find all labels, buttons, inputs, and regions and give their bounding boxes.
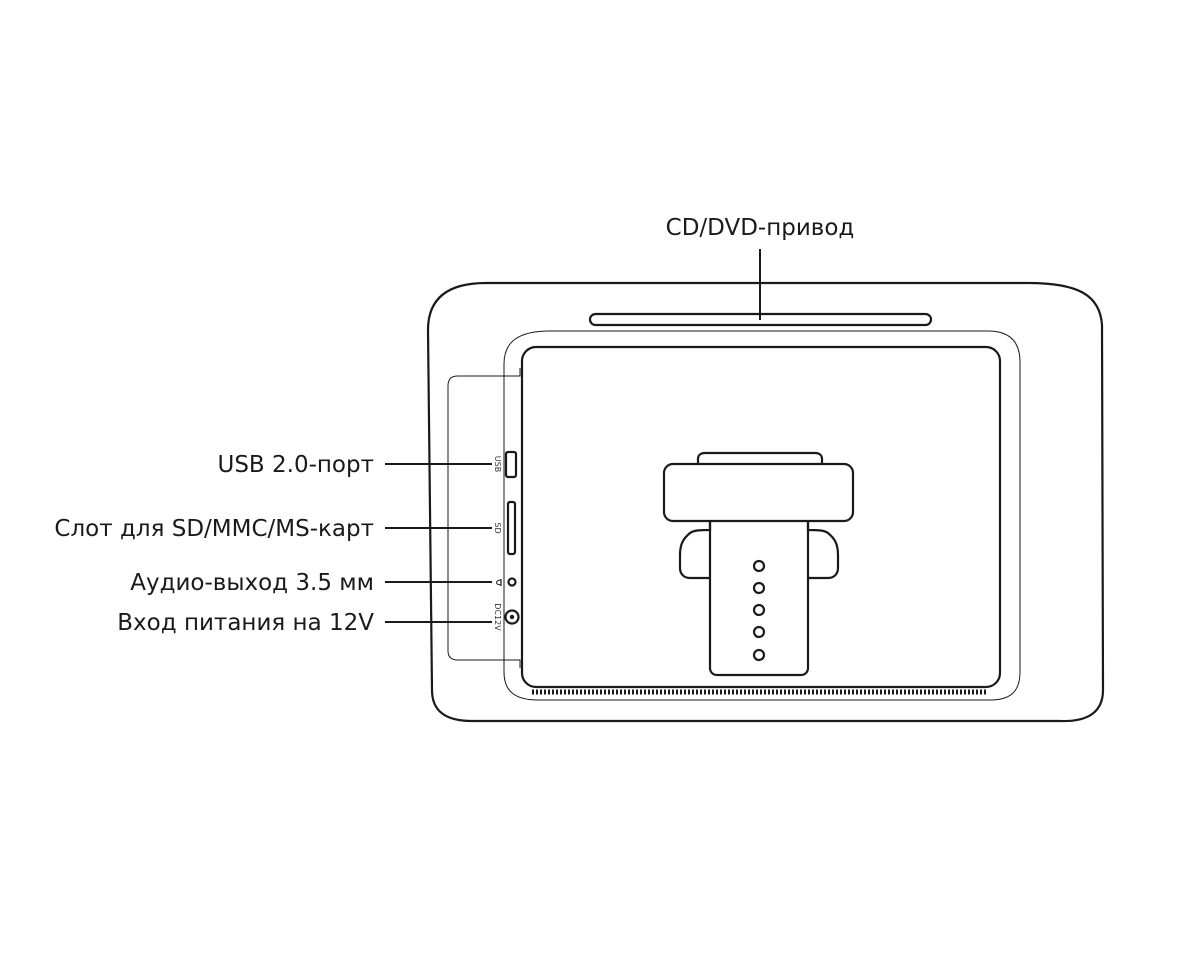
adjustment-hole xyxy=(752,625,766,639)
device-housing xyxy=(426,281,1105,723)
callout-power-in: Вход питания на 12V xyxy=(117,610,374,636)
mount-tab-left xyxy=(678,522,712,580)
headphone-icon xyxy=(496,579,502,586)
mount-tab-right xyxy=(806,522,840,580)
adjustment-holes xyxy=(752,559,766,662)
mount-arm xyxy=(708,521,810,677)
rear-panel xyxy=(520,345,1002,689)
usb-port-label: USB xyxy=(493,456,502,472)
adjustment-hole xyxy=(752,603,766,617)
callout-usb: USB 2.0-порт xyxy=(217,452,374,478)
callout-card-slot: Слот для SD/MMC/MS-карт xyxy=(54,516,374,542)
sd-card-slot[interactable] xyxy=(506,500,517,556)
adjustment-hole xyxy=(752,581,766,595)
callout-audio-out: Аудио-выход 3.5 мм xyxy=(130,570,374,596)
adjustment-hole xyxy=(752,559,766,573)
callout-drive: CD/DVD-привод xyxy=(666,215,855,241)
power-socket-inner xyxy=(509,614,515,620)
sd-slot-label: SD xyxy=(493,522,502,533)
mount-bracket-top xyxy=(696,451,824,464)
power-port-label: DC12V xyxy=(493,603,502,631)
mount-clamp xyxy=(662,462,855,523)
power-socket-outer[interactable] xyxy=(504,609,520,625)
audio-jack[interactable] xyxy=(507,577,517,587)
adjustment-hole xyxy=(752,648,766,662)
inner-bezel xyxy=(503,330,1021,701)
side-port-panel xyxy=(447,368,521,668)
usb-port[interactable] xyxy=(504,450,518,479)
